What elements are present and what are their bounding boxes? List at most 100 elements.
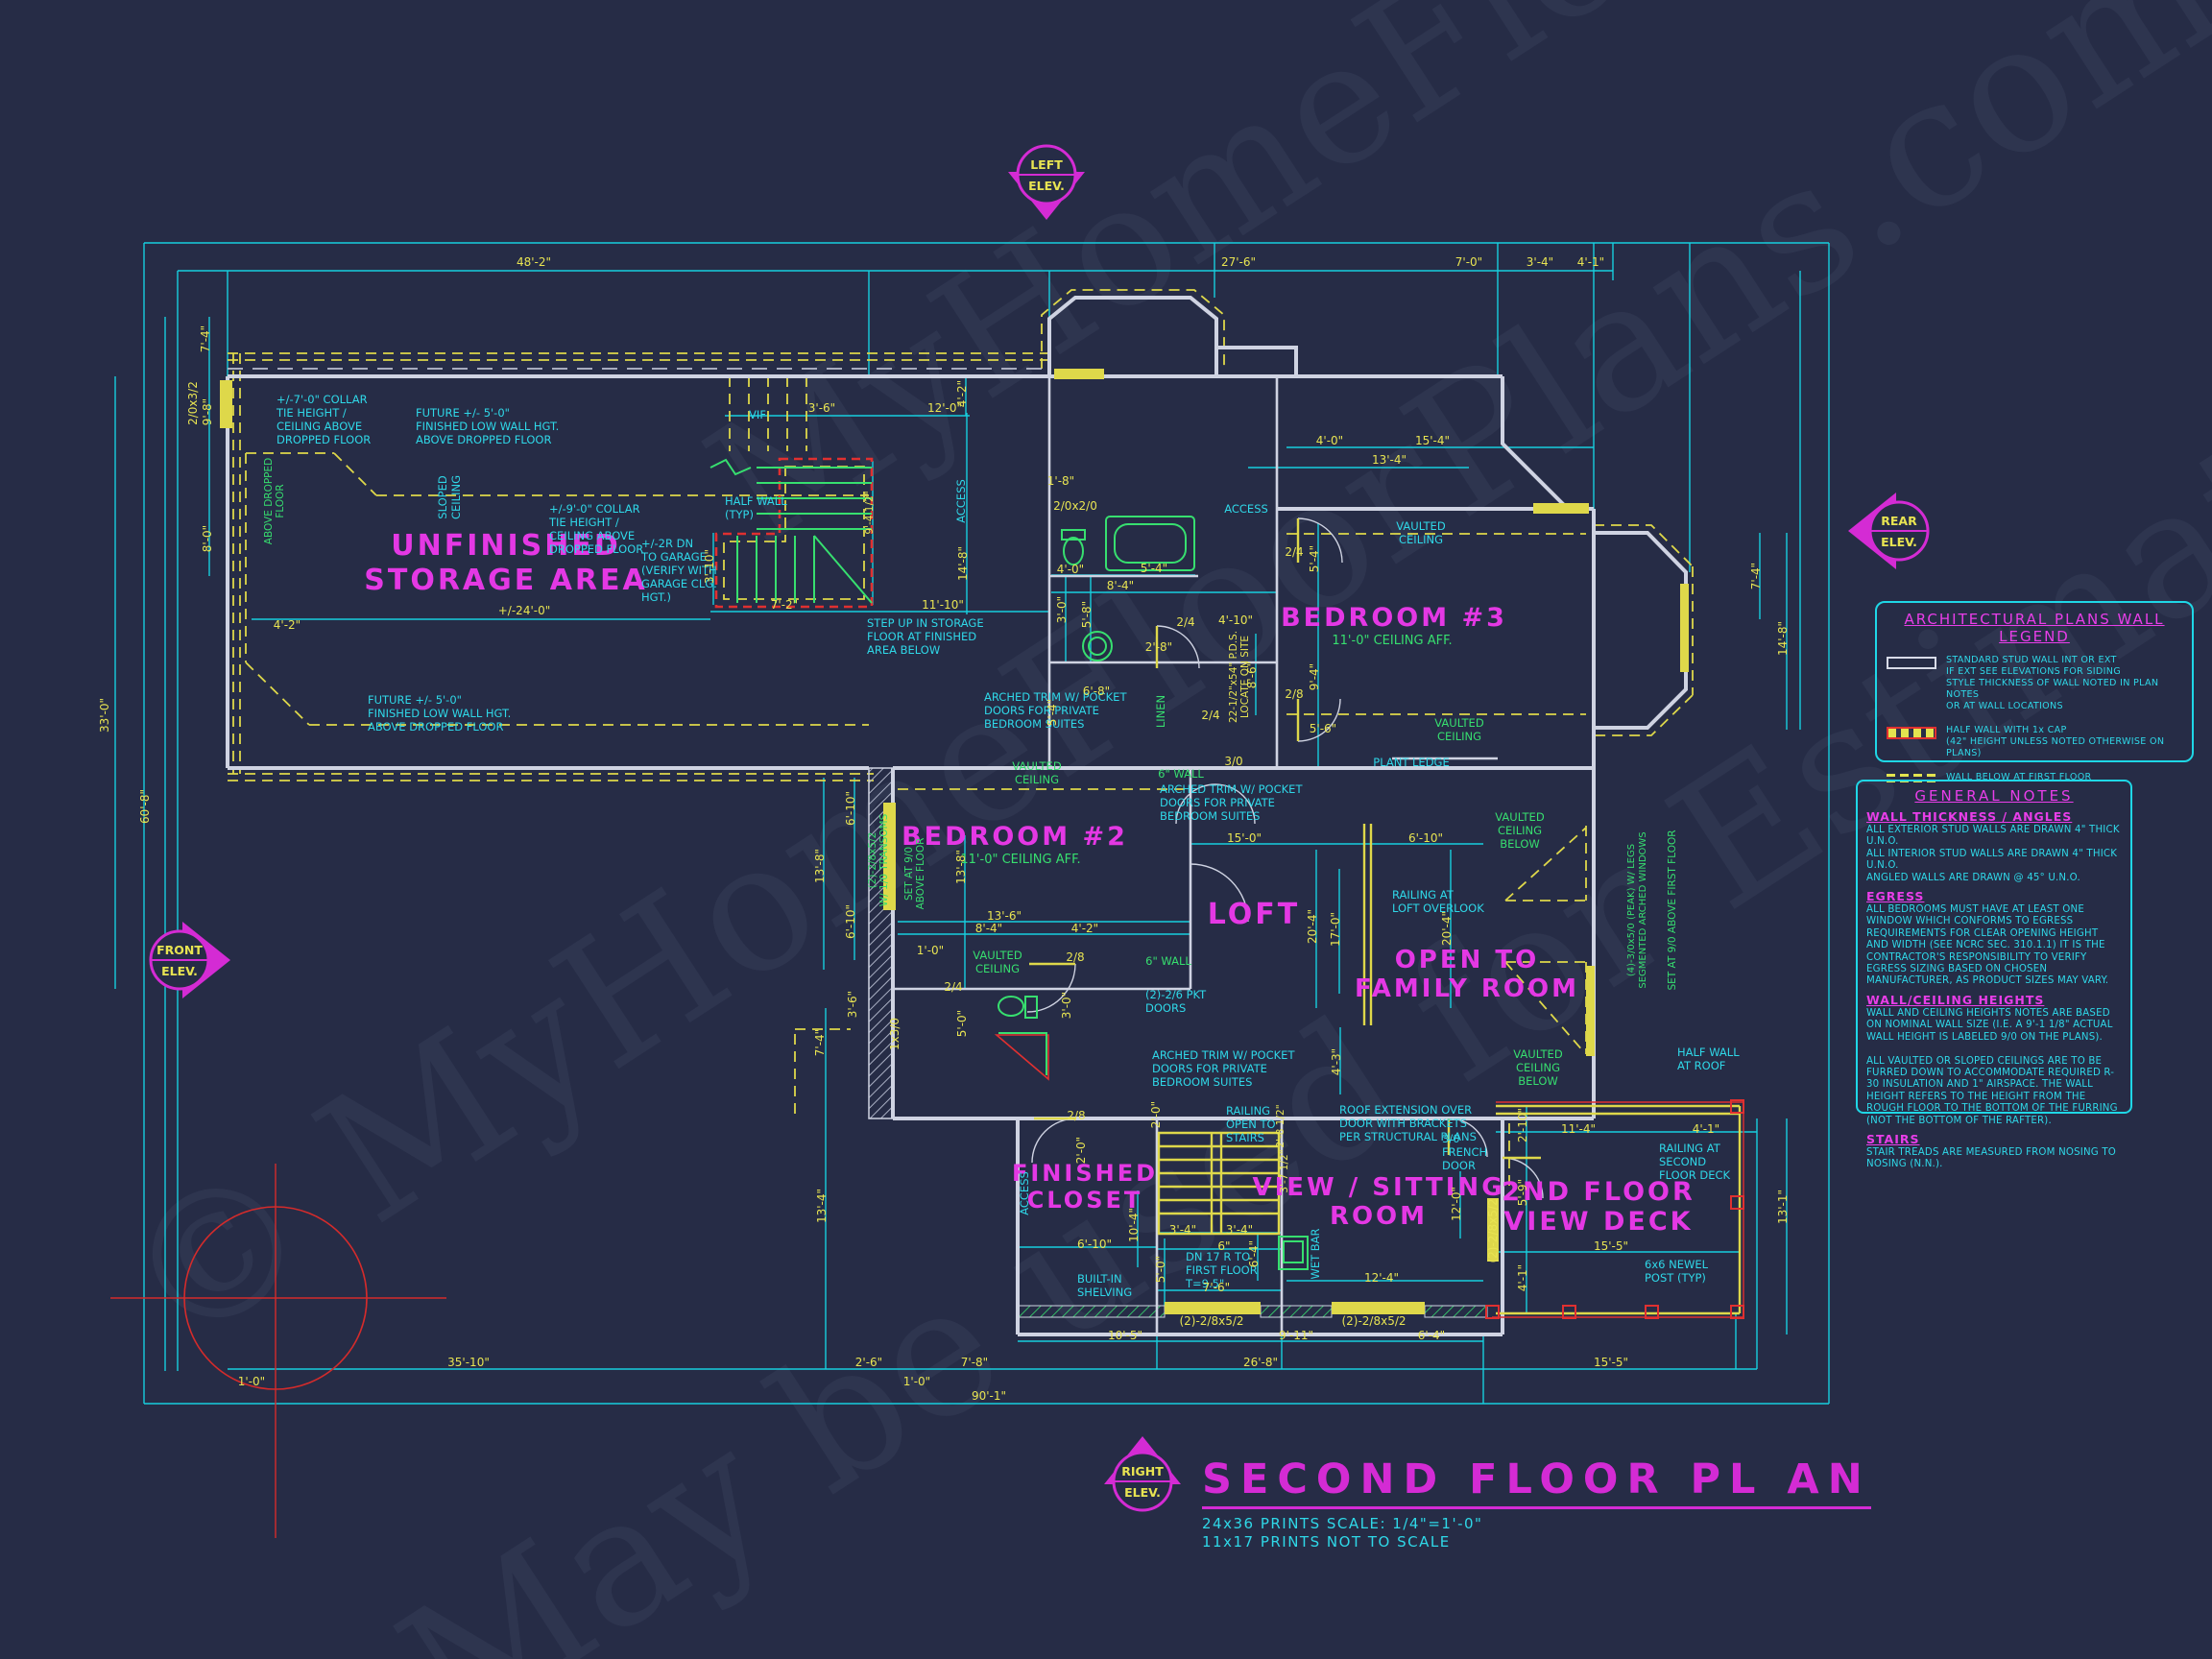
dimension-label: 2'-0": [1074, 1137, 1088, 1164]
notes-section-body: ALL BEDROOMS MUST HAVE AT LEAST ONE WIND…: [1866, 904, 2109, 987]
dimension-label: (2)-2/8x5/2: [1341, 1314, 1406, 1328]
half-wall-symbol: [1887, 727, 1936, 739]
svg-text:ELEV.: ELEV.: [1124, 1485, 1161, 1500]
room-label: BEDROOM #2: [902, 822, 1128, 852]
dimension-label: 5'-0": [1154, 1256, 1167, 1283]
dimension-label: 7'-4": [813, 1029, 827, 1056]
dimension-label: 6'-10": [1077, 1238, 1112, 1251]
annotation-label: 11'-0" CEILING AFF.: [960, 853, 1080, 867]
dimension-label: 5'-4": [1141, 562, 1167, 575]
notes-section-heading: EGRESS: [1866, 889, 1925, 904]
dimension-label: 14'-8": [1776, 621, 1790, 656]
dimension-label: 10'-4": [1127, 1208, 1141, 1242]
svg-text:REAR: REAR: [1881, 514, 1917, 528]
dimension-label: 12'-0": [1450, 1187, 1463, 1221]
dimension-label: 3'-4": [1226, 1223, 1253, 1237]
dimension-label: 9'-4": [1308, 663, 1321, 690]
dimension-label: 4'-1": [1516, 1264, 1529, 1291]
dimension-label: 4'-3": [1330, 1048, 1343, 1075]
dimension-label: 2/8: [1285, 687, 1303, 701]
dimension-label: 60'-8": [138, 789, 152, 824]
dimension-label: +/-24'-0": [498, 604, 550, 617]
annotation-label: ACCESS: [1018, 1171, 1031, 1215]
dimension-label: 7'-8": [961, 1356, 988, 1369]
dimension-label: 22-1/2"x54" P.D.S.LOCATE ON SITE: [1228, 631, 1251, 723]
door-leafs: [1029, 518, 1541, 1160]
dimension-label: 3'-6": [846, 991, 859, 1018]
dimension-label: 2/0x3/2: [186, 381, 200, 425]
dimension-label: 13'-8": [813, 849, 827, 883]
dimension-label: 4'-1": [1693, 1122, 1719, 1136]
title-block: SECOND FLOOR PL AN 24x36 PRINTS SCALE: 1…: [1202, 1455, 1871, 1551]
dimension-label: 2/4: [944, 980, 962, 994]
svg-text:ELEV.: ELEV.: [161, 964, 198, 978]
dimension-label: 3'-0": [1060, 992, 1073, 1019]
dimension-label: 2'-8 1/2": [1275, 1104, 1286, 1147]
annotation-label: 6" WALL: [1145, 954, 1191, 968]
dimension-label: 2/4: [1201, 709, 1219, 722]
dimension-label: 5'-4": [1046, 699, 1059, 726]
room-label: BEDROOM #3: [1281, 603, 1507, 633]
scale-note-1: 24x36 PRINTS SCALE: 1/4"=1'-0": [1202, 1515, 1483, 1532]
annotation-label: HALF WALL(TYP): [725, 494, 787, 521]
dimension-label: 9'-8": [201, 398, 214, 425]
annotation-label: ACCESS: [954, 479, 968, 523]
dimension-label: 2/8: [1066, 950, 1084, 964]
dimension-label: 6'-4": [1418, 1329, 1445, 1342]
legend-item: STANDARD STUD WALL INT OR EXT IF EXT SEE…: [1887, 655, 2182, 712]
notes-section-body: STAIR TREADS ARE MEASURED FROM NOSING TO…: [1866, 1146, 2116, 1170]
annotation-label: (2)-2/8x5/2W/ 1/0 TRANSOMS: [867, 813, 890, 906]
dimension-label: 12'-4": [1364, 1271, 1399, 1285]
dimension-label: 5'-6": [1310, 722, 1336, 735]
annotation-label: SET AT 9/0 ABOVE FIRST FLOOR: [1667, 830, 1678, 990]
dimension-label: 6'-10": [844, 791, 857, 826]
elevation-marker-right: RIGHT ELEV.: [1104, 1436, 1181, 1512]
dimension-label: 2/4: [1176, 615, 1194, 629]
dimension-label: 90'-1": [972, 1389, 1006, 1403]
dimension-label: 6": [1217, 1239, 1230, 1253]
dimension-label: 13'-4": [815, 1189, 829, 1223]
dimension-label: 35'-10": [447, 1356, 490, 1369]
annotation-label: 11'-0" CEILING AFF.: [1332, 634, 1452, 648]
svg-text:RIGHT: RIGHT: [1121, 1464, 1164, 1479]
notes-section-heading: WALL/CEILING HEIGHTS: [1866, 992, 2045, 1007]
dimension-label: 2/8: [1067, 1109, 1085, 1122]
dimension-label: 3'-4": [1169, 1223, 1196, 1237]
dimension-label: 13'-1": [1776, 1190, 1790, 1224]
annotation-label: VIF: [749, 408, 766, 421]
dimension-label: 1'-0": [238, 1375, 265, 1388]
dimension-label: 26'-8": [1243, 1356, 1278, 1369]
dimension-label: (2)-2/8x5/2: [1179, 1314, 1243, 1328]
dimension-label: 8'-4": [975, 922, 1002, 935]
dimension-label: 15'-5": [1594, 1239, 1628, 1253]
dimension-label: 11'-4": [1561, 1122, 1596, 1136]
notes-section-body: ALL EXTERIOR STUD WALLS ARE DRAWN 4" THI…: [1866, 825, 2120, 883]
dimension-label: 13'-4": [1372, 453, 1407, 467]
dimension-label: 48'-2": [517, 255, 551, 269]
dimension-label: 5'-0": [955, 1010, 969, 1037]
dimension-label: 9'-11": [1279, 1329, 1313, 1342]
wall-legend-title: ARCHITECTURAL PLANS WALL LEGEND: [1904, 611, 2165, 645]
